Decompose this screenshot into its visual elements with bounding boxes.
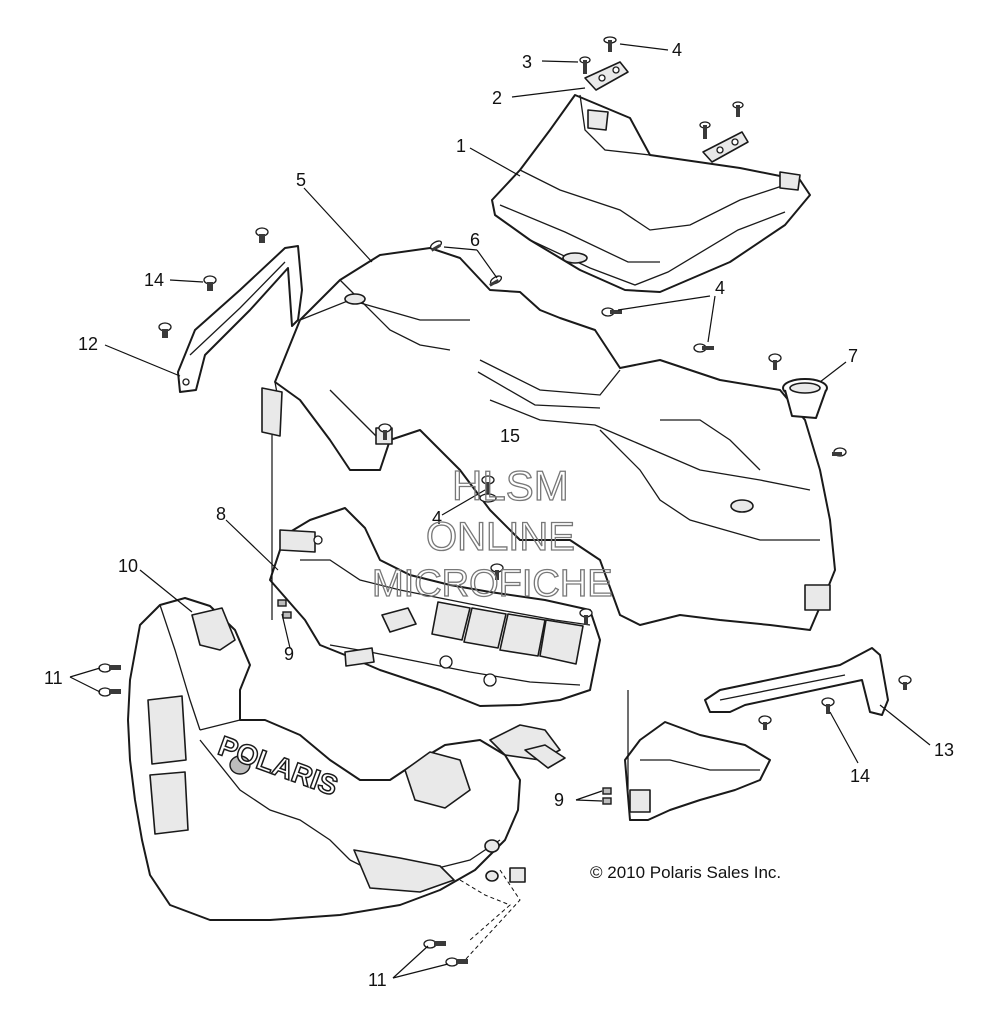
callout-9: 9	[554, 790, 564, 810]
part-cup-holder	[782, 378, 828, 419]
callout-3: 3	[522, 52, 532, 72]
push-rivet-icon	[423, 939, 446, 949]
callout-5: 5	[296, 170, 306, 190]
callout-1: 1	[456, 136, 466, 156]
screw-icon	[378, 423, 392, 440]
screw-icon	[768, 353, 782, 370]
callout-11: 11	[368, 970, 387, 990]
screw-icon	[490, 563, 504, 580]
callout-14: 14	[850, 766, 870, 786]
callout-14: 14	[144, 270, 164, 290]
part-center-panel	[261, 247, 836, 631]
part-right-lower-mount	[624, 721, 771, 821]
part-hood	[491, 94, 811, 293]
push-rivet-icon	[203, 275, 217, 291]
push-rivet-icon	[898, 675, 912, 690]
screw-icon	[693, 343, 714, 353]
push-rivet-icon	[255, 227, 269, 243]
clip-nut-icon	[277, 599, 292, 619]
bolt-icon	[579, 56, 591, 74]
callout-2: 2	[492, 88, 502, 108]
logo-star-icon	[229, 755, 251, 775]
callout-4: 4	[432, 508, 442, 528]
washer-icon	[479, 475, 497, 503]
callout-10: 10	[118, 556, 138, 576]
alignment-lines	[271, 435, 629, 961]
callout-11: 11	[44, 668, 63, 688]
copyright-notice: © 2010 Polaris Sales Inc.	[590, 863, 781, 882]
push-rivet-icon	[98, 687, 121, 697]
callout-13: 13	[934, 740, 954, 760]
callout-4: 4	[672, 40, 682, 60]
callout-9: 9	[284, 644, 294, 664]
part-storage-tray	[269, 507, 601, 707]
push-rivet-icon	[758, 715, 772, 730]
screw-icon	[429, 240, 443, 252]
screw-icon	[489, 275, 503, 287]
callout-6: 6	[470, 230, 480, 250]
screw-icon	[732, 101, 744, 117]
part-right-brace	[704, 647, 889, 716]
watermark-line-2: ONLINE	[426, 515, 575, 559]
screw-icon	[603, 36, 617, 52]
watermark: HLSM ONLINE MICROFICHE	[371, 461, 613, 605]
leader-lines	[69, 43, 931, 979]
callout-7: 7	[848, 346, 858, 366]
screw-icon	[601, 307, 622, 317]
bolt-icon	[699, 121, 711, 139]
watermark-line-3: MICROFICHE	[372, 563, 613, 605]
callout-15: 15	[500, 426, 520, 446]
push-rivet-icon	[158, 322, 172, 338]
fasteners	[98, 36, 912, 967]
callout-12: 12	[78, 334, 98, 354]
push-rivet-icon	[98, 663, 121, 673]
push-rivet-icon	[821, 697, 835, 714]
callout-4: 4	[715, 278, 725, 298]
push-rivet-icon	[445, 957, 468, 967]
hinge-bracket-right	[702, 131, 749, 163]
callout-8: 8	[216, 504, 226, 524]
part-left-brace	[177, 245, 303, 393]
clip-nut-icon	[602, 787, 612, 805]
part-front-fascia: POLARIS	[127, 597, 526, 921]
watermark-line-1: HLSM	[452, 462, 569, 509]
hinge-bracket-upper	[584, 61, 629, 91]
screw-icon	[832, 447, 847, 457]
screw-icon	[579, 608, 593, 625]
callout-labels: 4 3 2 1 5 6 4 7 14 12 15 4 8 10 9 11 9 1…	[44, 40, 954, 990]
